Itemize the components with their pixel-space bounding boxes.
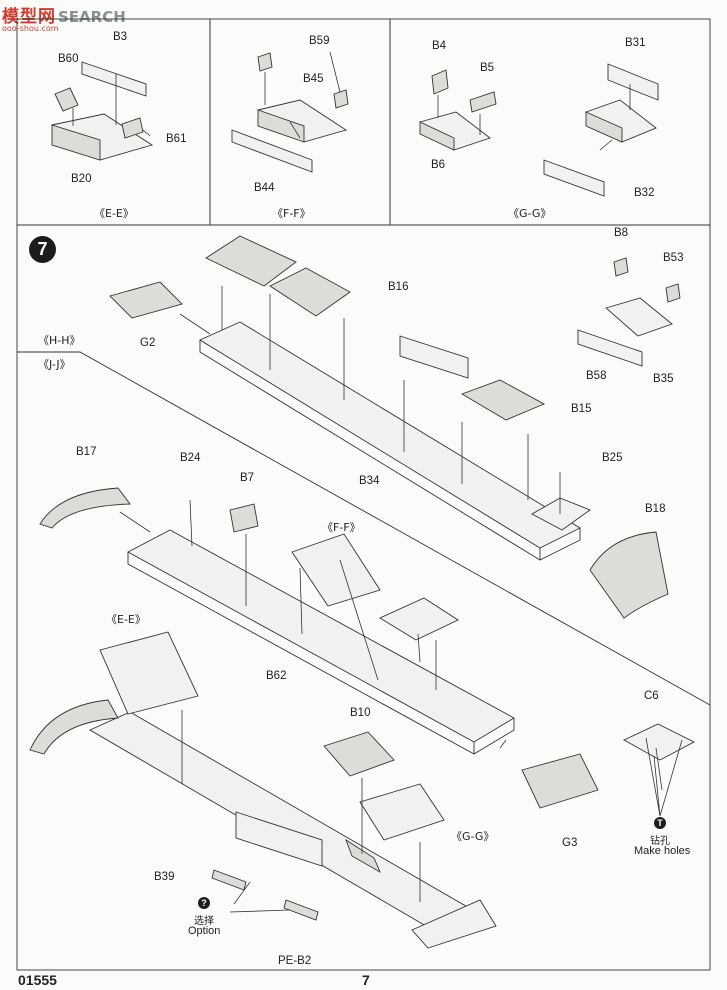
ff-panel-drawing bbox=[231, 51, 349, 173]
section-label-gg: 《G-G》 bbox=[451, 830, 495, 843]
part-label-b58: B58 bbox=[586, 370, 607, 382]
part-label-b8: B8 bbox=[614, 227, 629, 239]
option-icon: ? bbox=[198, 897, 210, 909]
part-label-b4: B4 bbox=[432, 40, 447, 52]
part-label-b18: B18 bbox=[645, 503, 666, 515]
part-label-c6: C6 bbox=[644, 690, 659, 702]
part-label-b59: B59 bbox=[309, 35, 330, 47]
part-label-b61: B61 bbox=[166, 133, 187, 145]
part-label-pe-b2: PE-B2 bbox=[278, 955, 312, 967]
make-holes-cn: 钻孔 bbox=[650, 836, 670, 847]
make-holes-icon: T bbox=[654, 817, 666, 829]
part-label-b60: B60 bbox=[58, 53, 79, 65]
option-cn: 选择 bbox=[194, 916, 214, 927]
watermark-title: 模型网 bbox=[2, 7, 56, 27]
step-number-badge: 7 bbox=[29, 236, 56, 263]
gg-panel-drawing bbox=[419, 63, 659, 197]
part-label-b32: B32 bbox=[634, 187, 655, 199]
part-label-b31: B31 bbox=[625, 37, 646, 49]
part-label-b44: B44 bbox=[254, 182, 275, 194]
section-label-ee: 《E-E》 bbox=[106, 613, 146, 626]
part-label-b53: B53 bbox=[663, 252, 684, 264]
section-label-jj: 《J-J》 bbox=[38, 358, 71, 371]
part-label-b10: B10 bbox=[350, 707, 371, 719]
panel-label-ff: 《F-F》 bbox=[272, 207, 311, 220]
part-label-b16: B16 bbox=[388, 281, 409, 293]
part-label-b25: B25 bbox=[602, 452, 623, 464]
watermark-subtitle: SEARCH bbox=[58, 8, 126, 26]
hh-frame-drawing bbox=[109, 235, 681, 561]
part-label-b35: B35 bbox=[653, 373, 674, 385]
part-label-b20: B20 bbox=[71, 173, 92, 185]
section-label-ff: 《F-F》 bbox=[322, 521, 361, 534]
part-label-b15: B15 bbox=[571, 403, 592, 415]
jj-frame-drawing bbox=[39, 487, 695, 809]
part-label-b45: B45 bbox=[303, 73, 324, 85]
section-label-hh: 《H-H》 bbox=[38, 334, 81, 347]
part-label-b3: B3 bbox=[113, 31, 128, 43]
part-label-g2: G2 bbox=[140, 337, 156, 349]
make-holes-pointers bbox=[645, 737, 683, 817]
panel-label-ee: 《E-E》 bbox=[94, 207, 134, 220]
part-label-b6: B6 bbox=[431, 159, 446, 171]
part-label-b5: B5 bbox=[480, 62, 495, 74]
lower-frame-drawing bbox=[29, 631, 497, 949]
watermark-url: ooo-shou.com bbox=[2, 24, 59, 33]
part-label-b34: B34 bbox=[359, 475, 380, 487]
part-label-b24: B24 bbox=[180, 452, 201, 464]
ee-panel-drawing bbox=[50, 61, 154, 161]
part-label-b7: B7 bbox=[240, 472, 255, 484]
product-code: 01555 bbox=[18, 972, 57, 988]
make-holes-en: Make holes bbox=[634, 845, 691, 857]
part-label-b62: B62 bbox=[266, 670, 287, 682]
option-en: Option bbox=[188, 925, 221, 937]
panel-label-gg: 《G-G》 bbox=[508, 207, 552, 220]
part-label-b17: B17 bbox=[76, 446, 97, 458]
panel-frames bbox=[16, 18, 711, 971]
part-label-b39: B39 bbox=[154, 871, 175, 883]
page-number: 7 bbox=[362, 972, 370, 988]
part-label-g3: G3 bbox=[562, 837, 578, 849]
